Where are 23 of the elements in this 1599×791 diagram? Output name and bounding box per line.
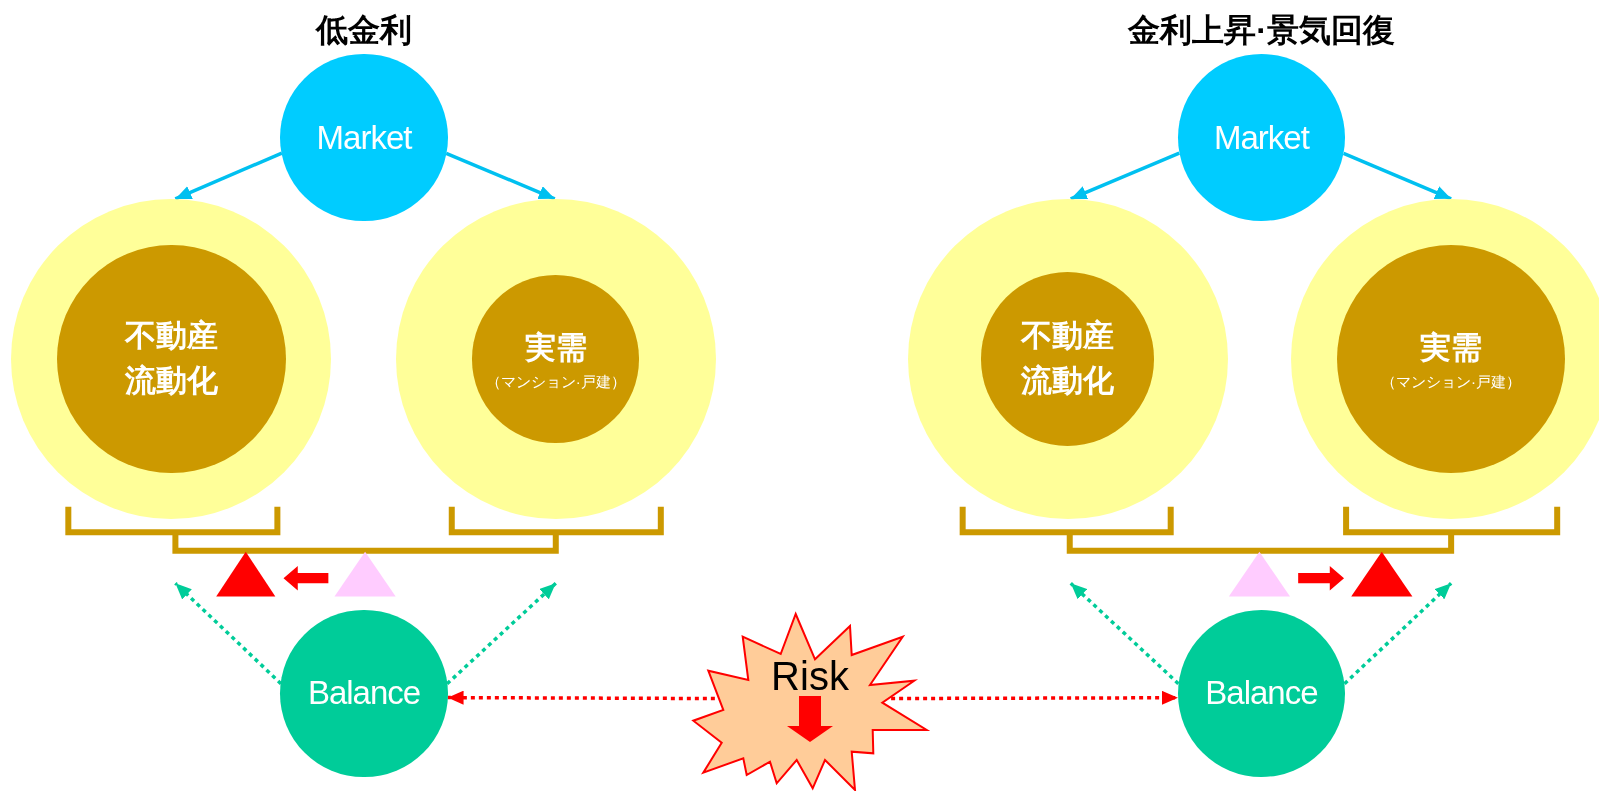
node-label: Balance xyxy=(1205,674,1318,713)
arrow xyxy=(174,151,283,201)
arrow xyxy=(1343,582,1453,686)
node-label: Market xyxy=(1214,118,1309,157)
node-label: 実需 xyxy=(523,328,588,367)
node-label: 不動産流動化 xyxy=(1019,317,1116,400)
heading: 低金利 xyxy=(316,10,413,50)
arrow xyxy=(447,690,715,705)
node-label: Market xyxy=(316,118,412,157)
arrow xyxy=(445,582,557,686)
node-label: 不動産流動化 xyxy=(123,317,219,400)
node-label: 実需 xyxy=(1419,328,1484,367)
node-label: Balance xyxy=(307,674,421,713)
starburst-node xyxy=(690,610,930,791)
node-label: Risk xyxy=(771,656,849,696)
arrow xyxy=(1069,582,1180,685)
node-subtitle: （マンション·戸建） xyxy=(1381,372,1522,392)
arrow xyxy=(445,151,556,201)
heading: 金利上昇·景気回復 xyxy=(1128,10,1395,50)
node-subtitle: （マンション·戸建） xyxy=(485,372,626,392)
arrow xyxy=(1342,151,1452,201)
arrow xyxy=(174,582,283,685)
arrow xyxy=(1070,151,1180,201)
